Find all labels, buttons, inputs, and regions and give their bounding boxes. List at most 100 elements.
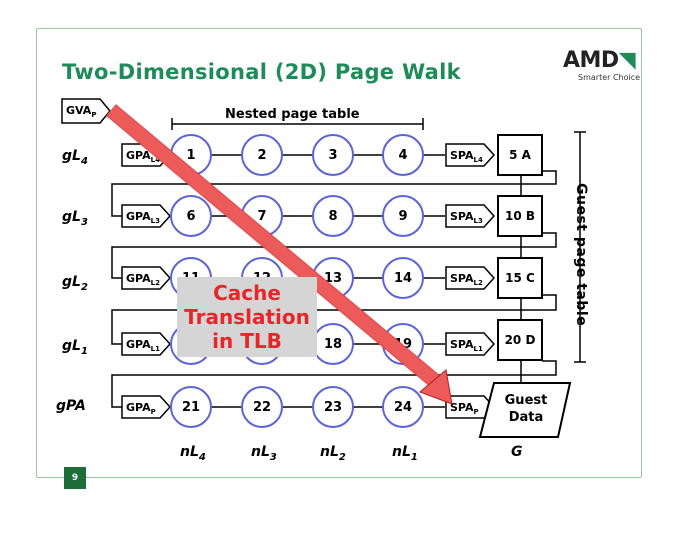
nested-node: 4 bbox=[382, 134, 424, 176]
col-label-text: G bbox=[511, 444, 523, 460]
guest-table-entry-a: 5 A bbox=[497, 134, 543, 176]
amd-arrow-icon: ◥ bbox=[618, 48, 636, 73]
spa-text: SPA bbox=[450, 338, 474, 351]
nested-node: 3 bbox=[312, 134, 354, 176]
guest-table-entry-b: 10 B bbox=[497, 195, 543, 237]
spa-arrow-l3 bbox=[445, 204, 496, 228]
tlb-callout-line1: Cache bbox=[213, 281, 281, 305]
row-label-text: gL bbox=[62, 274, 81, 290]
guest-data-block: Guest Data bbox=[484, 383, 568, 435]
spa-text: SPA bbox=[450, 272, 474, 285]
slide-number: 9 bbox=[64, 467, 86, 489]
feedback-loops bbox=[111, 170, 557, 408]
tlb-callout-line3: in TLB bbox=[212, 329, 282, 353]
row-label-gl1: gL1 bbox=[62, 338, 88, 357]
col-label-sub: 3 bbox=[269, 451, 277, 463]
nested-node: 22 bbox=[241, 386, 283, 428]
nested-node: 14 bbox=[382, 257, 424, 299]
spa-arrow-l4 bbox=[445, 143, 496, 167]
nested-table-bracket bbox=[171, 118, 424, 130]
tlb-shortcut-arrow bbox=[105, 103, 453, 405]
spa-sub: L4 bbox=[473, 156, 483, 165]
spa-sub: L3 bbox=[473, 217, 483, 226]
row-label-text: gL bbox=[62, 209, 81, 225]
col-label-nl2: nL2 bbox=[320, 444, 346, 463]
gpa-text: GPA bbox=[126, 401, 151, 414]
row-label-gl3: gL3 bbox=[62, 209, 88, 228]
col-label-nl4: nL4 bbox=[180, 444, 206, 463]
row-label-sub: 3 bbox=[80, 216, 88, 228]
gpa-label-l2: GPAL2 bbox=[126, 272, 160, 287]
gpa-label-l3: GPAL3 bbox=[126, 210, 160, 225]
guest-data-line1: Guest bbox=[504, 393, 548, 408]
gpa-sub: L3 bbox=[150, 217, 160, 226]
spa-sub: L1 bbox=[473, 345, 483, 354]
gpa-arrow-l3 bbox=[121, 204, 172, 228]
guest-data-line2: Data bbox=[508, 410, 544, 425]
logo-tagline: Smarter Choice bbox=[578, 73, 641, 82]
spa-label-p: SPAP bbox=[450, 401, 479, 416]
col-label-text: nL bbox=[320, 444, 339, 460]
row-label-text: gL bbox=[62, 338, 81, 354]
row-label-text: gL bbox=[62, 148, 81, 164]
gpa-text: GPA bbox=[126, 272, 151, 285]
nested-node: 24 bbox=[382, 386, 424, 428]
spa-sub: P bbox=[473, 408, 479, 417]
row-label-sub: 4 bbox=[80, 155, 88, 167]
spa-text: SPA bbox=[450, 210, 474, 223]
gpa-sub: L1 bbox=[150, 345, 160, 354]
guest-page-table-label: Guest page table bbox=[573, 183, 589, 327]
row-label-text: gPA bbox=[56, 398, 86, 414]
spa-label-l2: SPAL2 bbox=[450, 272, 483, 287]
gpa-label-l1: GPAL1 bbox=[126, 338, 160, 353]
row-label-gpa: gPA bbox=[56, 398, 86, 414]
nested-node: 9 bbox=[382, 195, 424, 237]
spa-label-l1: SPAL1 bbox=[450, 338, 483, 353]
nested-node: 21 bbox=[170, 386, 212, 428]
col-label-text: nL bbox=[392, 444, 411, 460]
nested-node: 8 bbox=[312, 195, 354, 237]
nested-node: 2 bbox=[241, 134, 283, 176]
col-label-nl3: nL3 bbox=[251, 444, 277, 463]
tlb-callout: Cache Translation in TLB bbox=[177, 277, 317, 357]
col-label-text: nL bbox=[180, 444, 199, 460]
spa-label-l3: SPAL3 bbox=[450, 210, 483, 225]
spa-arrow-l2 bbox=[445, 266, 496, 290]
spa-sub: L2 bbox=[473, 279, 483, 288]
gpa-sub: P bbox=[150, 408, 156, 417]
spa-arrows bbox=[445, 143, 496, 419]
slide-title: Two-Dimensional (2D) Page Walk bbox=[62, 60, 461, 84]
gpa-arrow-p bbox=[121, 395, 172, 419]
spa-label-l4: SPAL4 bbox=[450, 149, 483, 164]
guest-table-entry-d: 20 D bbox=[497, 319, 543, 361]
nested-node: 6 bbox=[170, 195, 212, 237]
gpa-sub: L4 bbox=[150, 156, 160, 165]
gpa-arrow-l1 bbox=[121, 332, 172, 356]
gva-label: GVAP bbox=[66, 104, 96, 119]
tlb-callout-line2: Translation bbox=[184, 305, 310, 329]
gva-text: GVA bbox=[66, 104, 92, 117]
col-label-sub: 4 bbox=[198, 451, 206, 463]
gpa-arrow-l2 bbox=[121, 266, 172, 290]
gpa-text: GPA bbox=[126, 210, 151, 223]
gpa-label-p: GPAP bbox=[126, 401, 156, 416]
col-label-sub: 1 bbox=[410, 451, 418, 463]
spa-arrow-l1 bbox=[445, 332, 496, 356]
col-label-nl1: nL1 bbox=[392, 444, 418, 463]
spa-text: SPA bbox=[450, 401, 474, 414]
spa-text: SPA bbox=[450, 149, 474, 162]
gva-sub: P bbox=[91, 111, 97, 120]
nested-node: 23 bbox=[312, 386, 354, 428]
col-label-g: G bbox=[511, 444, 523, 460]
col-label-text: nL bbox=[251, 444, 270, 460]
gpa-text: GPA bbox=[126, 338, 151, 351]
col-label-sub: 2 bbox=[338, 451, 346, 463]
row-label-sub: 1 bbox=[80, 345, 88, 357]
gva-arrow-shape bbox=[61, 98, 111, 124]
guest-table-bracket bbox=[574, 131, 586, 363]
slide-frame bbox=[36, 28, 642, 478]
row-label-gl4: gL4 bbox=[62, 148, 88, 167]
gpa-label-l4: GPAL4 bbox=[126, 149, 160, 164]
row-label-gl2: gL2 bbox=[62, 274, 88, 293]
